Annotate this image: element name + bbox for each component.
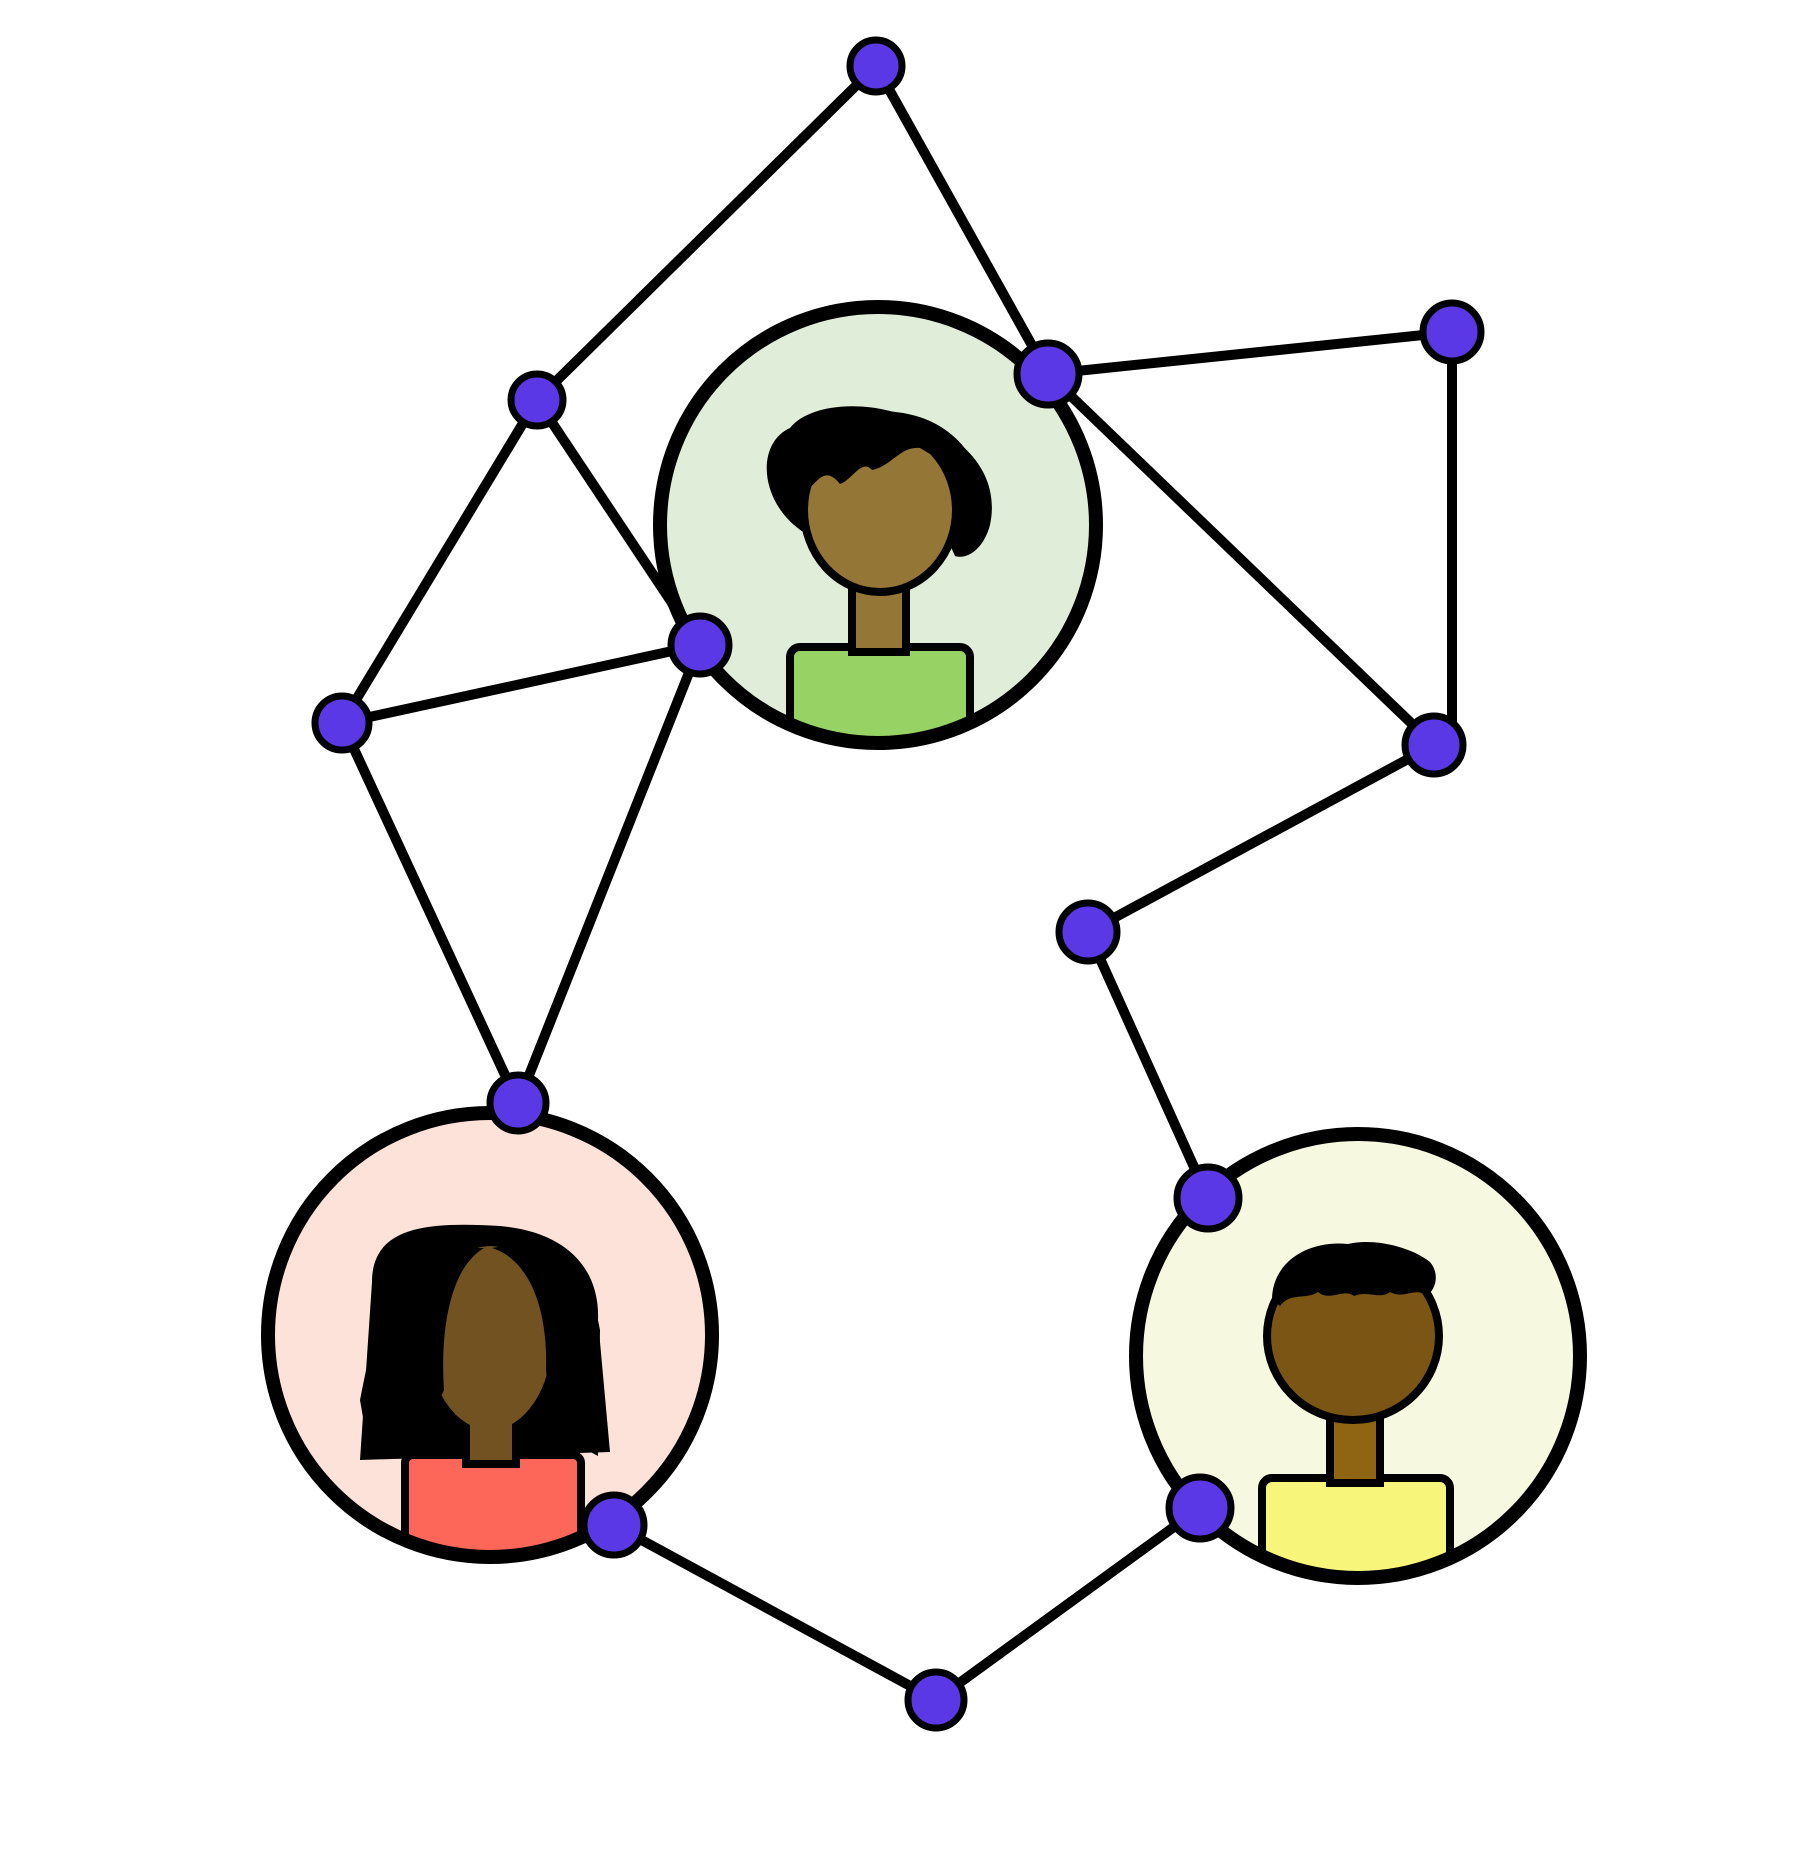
edge: [1083, 740, 1439, 937]
person-long-hair-icon: [360, 1224, 610, 1557]
edge: [532, 395, 705, 650]
edge: [337, 640, 705, 728]
edge: [871, 61, 1053, 379]
node: [486, 1071, 550, 1135]
hair: [1272, 1242, 1436, 1306]
avatar-green-border: [653, 300, 1103, 750]
network-edges: [337, 61, 1457, 1705]
edge: [337, 395, 542, 728]
shirt: [786, 643, 974, 743]
shirt: [1258, 1474, 1454, 1578]
node: [1013, 339, 1083, 409]
hair-side-right: [492, 1246, 600, 1456]
node: [1165, 1473, 1235, 1543]
node: [846, 36, 906, 96]
node: [311, 692, 373, 754]
node: [507, 370, 567, 430]
node: [904, 1668, 968, 1732]
edge: [1083, 927, 1213, 1203]
node: [580, 1491, 648, 1559]
edge: [1043, 327, 1457, 379]
face: [428, 1246, 552, 1430]
hair-side-left: [360, 1248, 484, 1458]
edge: [513, 640, 705, 1108]
person-short-hair-icon: [766, 406, 992, 743]
node: [1173, 1163, 1243, 1233]
avatar-red: [261, 1106, 719, 1564]
node: [667, 612, 733, 678]
edge: [1043, 369, 1439, 750]
node: [1401, 712, 1467, 778]
fringe: [800, 411, 986, 496]
edge: [337, 718, 523, 1108]
network-nodes: [311, 36, 1485, 1732]
edge: [931, 1503, 1205, 1705]
avatar-green: [653, 300, 1103, 750]
edge: [609, 1520, 941, 1705]
avatar-yellow-border: [1129, 1127, 1587, 1585]
avatar-yellow: [1129, 1127, 1587, 1585]
node: [1419, 299, 1485, 365]
edge: [532, 61, 881, 405]
node: [1055, 899, 1121, 965]
